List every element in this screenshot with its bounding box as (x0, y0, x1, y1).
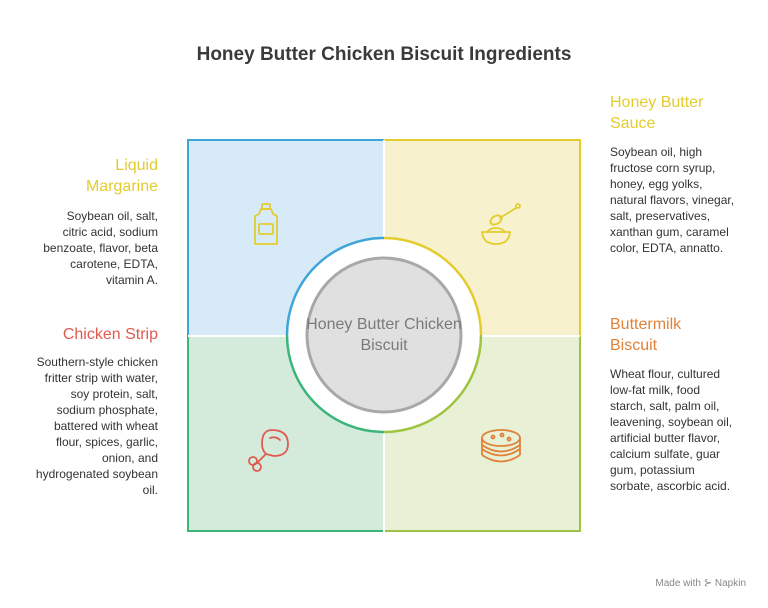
liquid-margarine-text: Soybean oil, salt, citric acid, sodium b… (43, 209, 158, 287)
buttermilk-biscuit-text: Wheat flour, cultured low-fat milk, food… (610, 367, 733, 493)
diagram-title: Honey Butter Chicken Biscuit Ingredients (196, 44, 572, 65)
honey-butter-sauce-title: Honey Butter Sauce (610, 94, 704, 132)
buttermilk-biscuit-title: Buttermilk Biscuit (610, 316, 682, 354)
chicken-strip-text: Southern-style chicken fritter strip wit… (35, 355, 158, 497)
drumstick-icon (248, 429, 289, 472)
honey-butter-sauce-text: Soybean oil, high fructose corn syrup, h… (610, 145, 735, 255)
liquid-margarine-title: Liquid Margarine (85, 157, 158, 195)
honey-dipper-icon (481, 203, 521, 245)
bottle-icon (254, 203, 278, 245)
center-label: Honey Butter Chicken Biscuit (306, 316, 462, 354)
napkin-watermark[interactable]: Made with ⊱ Napkin (655, 578, 746, 589)
biscuit-stack-icon (481, 429, 521, 463)
chicken-strip-title: Chicken Strip (62, 326, 158, 343)
